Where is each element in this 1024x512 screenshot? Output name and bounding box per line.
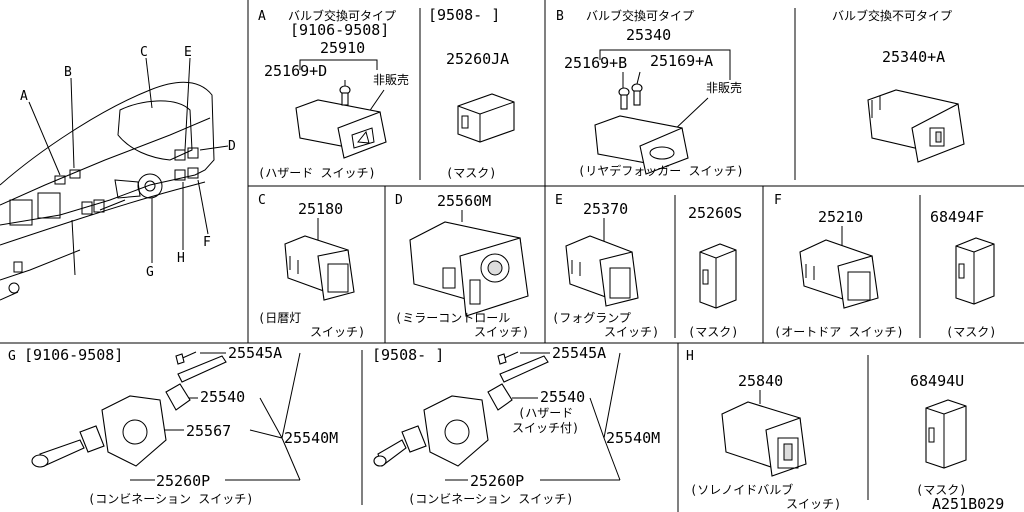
panel-A-pn-bulb: 25169+D bbox=[264, 62, 327, 80]
panel-B2-non-replaceable: バルブ交換不可タイプ 25340+A bbox=[832, 8, 965, 163]
panel-A-pn-assembly: 25910 bbox=[320, 39, 365, 57]
figure-id: A251B029 bbox=[932, 495, 1004, 512]
panel-H-letter: H bbox=[686, 349, 694, 364]
panel-G-pn-switch: 25540 bbox=[200, 388, 245, 406]
panel-G2-pn-screw: 25545A bbox=[552, 344, 606, 362]
panel-C-pn: 25180 bbox=[298, 200, 343, 218]
panel-A2-mask: [9508- ] 25260JA (マスク) bbox=[428, 6, 515, 180]
panel-F-letter: F bbox=[774, 193, 782, 208]
panel-G-date-range: [9106-9508] bbox=[24, 346, 123, 364]
callout-A: A bbox=[20, 89, 28, 104]
panel-B-letter: B bbox=[556, 9, 564, 24]
panel-E-caption-2: スイッチ) bbox=[604, 325, 659, 339]
panel-E2-caption: (マスク) bbox=[688, 325, 738, 339]
panel-F-auto-door-switch: F 25210 (オートドア スイッチ) bbox=[774, 193, 904, 339]
panel-F2-mask: 68494F (マスク) bbox=[930, 208, 996, 339]
callout-E: E bbox=[184, 45, 192, 60]
callout-C: C bbox=[140, 45, 148, 60]
panel-G2-pn-mask: 25260P bbox=[470, 472, 524, 490]
panel-G-pn-mask: 25260P bbox=[156, 472, 210, 490]
panel-H2-pn: 68494U bbox=[910, 372, 964, 390]
panel-E-caption-1: (フォグランプ bbox=[552, 311, 631, 325]
panel-E2-mask: 25260S (マスク) bbox=[688, 204, 742, 339]
panel-D-pn: 25560M bbox=[437, 192, 491, 210]
panel-A2-caption: (マスク) bbox=[446, 166, 496, 180]
panel-B-not-sold: 非販売 bbox=[706, 80, 742, 95]
panel-C-caption-2: スイッチ) bbox=[310, 325, 365, 339]
callout-G: G bbox=[146, 265, 154, 280]
panel-C-letter: C bbox=[258, 193, 266, 208]
panel-G-letter: G bbox=[8, 349, 16, 364]
panel-H-solenoid-valve-switch: H 25840 (ソレノイドバルブ スイッチ) bbox=[686, 349, 841, 511]
panel-H2-caption: (マスク) bbox=[916, 483, 966, 497]
panel-G-pn-body: 25567 bbox=[186, 422, 231, 440]
panel-E-fog-lamp-switch: E 25370 (フォグランプ スイッチ) bbox=[552, 193, 659, 339]
panel-D-caption-2: スイッチ) bbox=[474, 325, 529, 339]
panel-B-title: バルブ交換可タイプ bbox=[586, 8, 694, 23]
panel-A-not-sold: 非販売 bbox=[373, 72, 409, 87]
panel-H-pn: 25840 bbox=[738, 372, 783, 390]
panel-A-title: バルブ交換可タイプ bbox=[288, 8, 396, 23]
panel-G-combination-switch: G [9106-9508] 25545A 25540 25567 25540M … bbox=[8, 344, 338, 506]
panel-B-caption: (リヤデフォッガー スイッチ) bbox=[578, 163, 744, 178]
panel-C-daytime-light-switch: C 25180 (日暦灯 スイッチ) bbox=[258, 193, 365, 339]
panel-B-pn-assembly: 25340 bbox=[626, 26, 671, 44]
panel-A2-date-range: [9508- ] bbox=[428, 6, 500, 24]
panel-H-caption-2: スイッチ) bbox=[786, 497, 841, 511]
panel-G2-pn-assembly: 25540M bbox=[606, 429, 660, 447]
panel-G2-date-range: [9508- ] bbox=[372, 346, 444, 364]
panel-G-pn-screw: 25545A bbox=[228, 344, 282, 362]
panel-B2-pn: 25340+A bbox=[882, 48, 945, 66]
panel-H-caption-1: (ソレノイドバルブ bbox=[690, 482, 793, 497]
panel-E-pn: 25370 bbox=[583, 200, 628, 218]
panel-D-caption-1: (ミラーコントロール bbox=[395, 311, 510, 325]
panel-G2-note-1: (ハザード bbox=[518, 406, 573, 420]
dashboard-overview: A B C E D G H F bbox=[0, 45, 236, 301]
panel-D-letter: D bbox=[395, 193, 403, 208]
panel-C-caption-1: (日暦灯 bbox=[258, 311, 301, 325]
panel-B2-title: バルブ交換不可タイプ bbox=[832, 8, 952, 23]
callout-D: D bbox=[228, 139, 236, 154]
panel-F2-caption: (マスク) bbox=[946, 325, 996, 339]
panel-G2-caption: (コンビネーション スイッチ) bbox=[408, 492, 573, 506]
callout-F: F bbox=[203, 235, 211, 250]
panel-A-letter: A bbox=[258, 9, 266, 24]
panel-B-pn-bulb1: 25169+B bbox=[564, 54, 627, 72]
panel-E2-pn: 25260S bbox=[688, 204, 742, 222]
panel-E-letter: E bbox=[555, 193, 563, 208]
panel-F-caption: (オートドア スイッチ) bbox=[774, 325, 904, 339]
panel-G-pn-assembly: 25540M bbox=[284, 429, 338, 447]
panel-F-pn: 25210 bbox=[818, 208, 863, 226]
callout-B: B bbox=[64, 65, 72, 80]
panel-A-date-range: [9106-9508] bbox=[290, 21, 389, 39]
panel-D-mirror-control-switch: D 25560M (ミラーコントロール スイッチ) bbox=[395, 192, 529, 339]
panel-G-caption: (コンビネーション スイッチ) bbox=[88, 492, 253, 506]
panel-G2-note-2: スイッチ付) bbox=[512, 421, 579, 435]
panel-B-pn-bulb2: 25169+A bbox=[650, 52, 713, 70]
panel-G2-combination-switch-hazard: [9508- ] 25545A 25540 (ハザード スイッチ付) 25540… bbox=[372, 344, 660, 506]
panel-A-hazard-switch: A バルブ交換可タイプ [9106-9508] 25910 25169+D 非販… bbox=[258, 8, 409, 180]
panel-B-rear-defogger-switch: B バルブ交換可タイプ 25340 25169+B 25169+A 非販売 (リ… bbox=[556, 8, 744, 178]
callout-H: H bbox=[177, 251, 185, 266]
panel-G2-pn-switch: 25540 bbox=[540, 388, 585, 406]
panel-H2-mask: 68494U (マスク) bbox=[910, 372, 967, 497]
panel-A2-pn: 25260JA bbox=[446, 50, 509, 68]
panel-A-caption: (ハザード スイッチ) bbox=[258, 166, 376, 180]
panel-F2-pn: 68494F bbox=[930, 208, 984, 226]
